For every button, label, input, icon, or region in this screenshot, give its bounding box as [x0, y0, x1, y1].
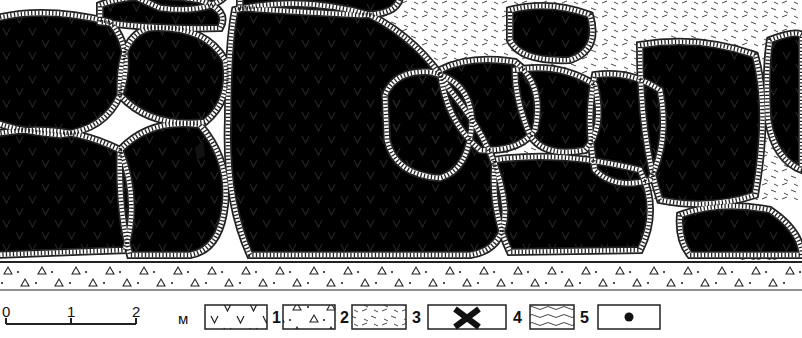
scale-label: 0 — [2, 304, 10, 319]
legend-number: 3 — [412, 310, 421, 326]
scale-label: 1 — [67, 304, 75, 319]
scale-label: 2 — [132, 304, 140, 319]
scale-label: м — [178, 311, 188, 326]
legend-number: 1 — [272, 310, 281, 326]
legend-number: 2 — [340, 310, 349, 326]
legend-number: 4 — [513, 310, 522, 326]
legend-number: 5 — [580, 310, 589, 326]
